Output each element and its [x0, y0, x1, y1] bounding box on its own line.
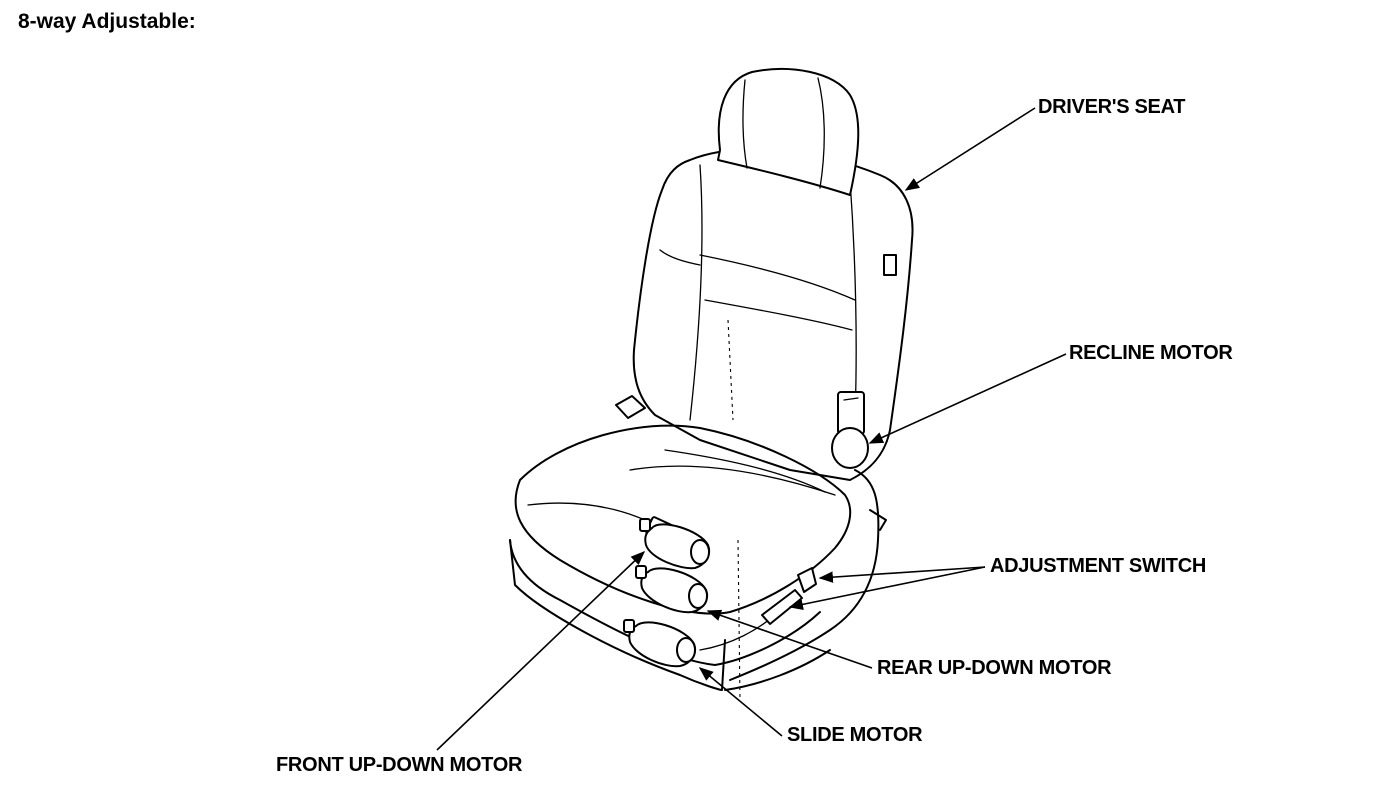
recline-motor-leader: [868, 353, 1067, 444]
rear-up-down-motor-shape: [635, 565, 708, 614]
recline-motor-shape: [831, 391, 869, 469]
rear-up-down-leader: [706, 609, 873, 669]
front-up-down-motor-label: FRONT UP-DOWN MOTOR: [276, 754, 523, 776]
adjustment-switch-leader-2: [788, 566, 986, 611]
seat-back: [615, 148, 914, 481]
adjustment-switch-label: ADJUSTMENT SWITCH: [990, 555, 1207, 577]
adjustment-switch-leader-1: [818, 566, 986, 583]
page-title: 8-way Adjustable:: [18, 10, 196, 33]
front-up-down-leader: [436, 551, 646, 751]
headrest: [717, 68, 860, 196]
drivers-seat-label: DRIVER'S SEAT: [1038, 96, 1186, 118]
slide-motor-shape: [623, 619, 696, 668]
seat-frame: [699, 469, 887, 691]
slide-motor-label: SLIDE MOTOR: [787, 724, 923, 746]
recline-motor-label: RECLINE MOTOR: [1069, 342, 1233, 364]
drivers-seat-leader: [904, 107, 1036, 191]
slide-motor-leader: [698, 667, 783, 737]
rear-up-down-motor-label: REAR UP-DOWN MOTOR: [877, 657, 1112, 679]
front-up-down-motor-shape: [639, 516, 711, 570]
adjustment-switch-shape: [761, 567, 817, 625]
